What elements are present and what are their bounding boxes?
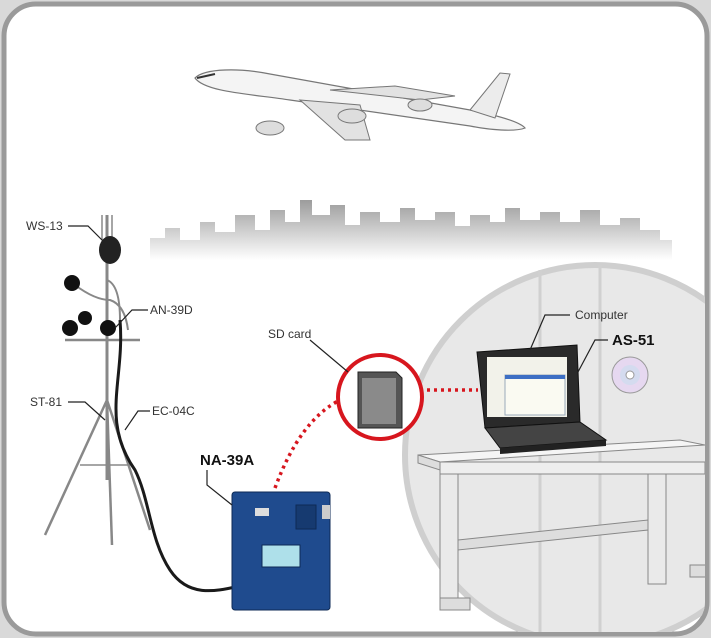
label-computer: Computer <box>575 308 628 322</box>
airplane <box>194 69 526 141</box>
label-as-51: AS-51 <box>612 332 655 349</box>
laptop <box>476 344 608 454</box>
desk <box>417 439 705 611</box>
na-39a-device <box>231 491 331 611</box>
dotted-link-device-sd <box>273 398 341 489</box>
city-skyline <box>150 200 672 260</box>
label-ec-04c: EC-04C <box>152 404 195 418</box>
sensor-ball <box>100 320 116 336</box>
label-na-39a: NA-39A <box>200 452 254 469</box>
label-sd-card: SD card <box>268 327 311 341</box>
label-an-39d: AN-39D <box>150 303 193 317</box>
sensor-ball <box>64 275 80 291</box>
label-ws-13: WS-13 <box>26 219 63 233</box>
leader-lines <box>68 225 608 506</box>
sensor-ball <box>78 311 92 325</box>
cable <box>114 319 246 593</box>
sensor-ball <box>62 320 78 336</box>
label-st-81: ST-81 <box>30 395 62 409</box>
cd-disc-icon <box>611 356 649 394</box>
